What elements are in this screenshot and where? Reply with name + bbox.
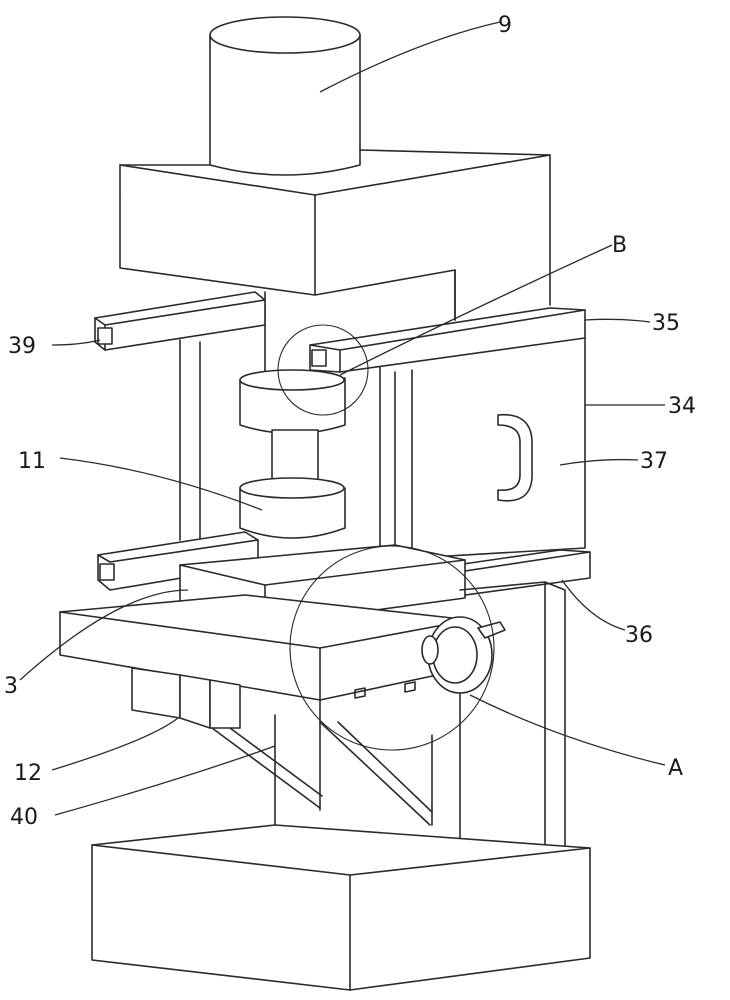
- label-39: 39: [8, 334, 36, 359]
- base-block: [91, 824, 591, 991]
- left-guide-post: [179, 339, 201, 541]
- detail-circle-b: [277, 324, 369, 416]
- label-12: 12: [14, 761, 42, 786]
- label-36: 36: [625, 623, 653, 648]
- motor-cylinder: [209, 16, 361, 176]
- spindle-assembly: [239, 369, 346, 539]
- right-carriage: [309, 307, 586, 561]
- support-blocks: [131, 667, 241, 729]
- label-9: 9: [498, 13, 512, 38]
- label-3: 3: [4, 674, 18, 699]
- label-34: 34: [668, 394, 696, 419]
- label-11: 11: [18, 449, 46, 474]
- slide-plate: [59, 594, 471, 701]
- door-handle: [497, 413, 533, 502]
- reference-labels: 9 B 39 35 34 11 37 3 36 A 12 40: [4, 13, 696, 830]
- upper-rail-left: [94, 291, 266, 351]
- label-35: 35: [652, 311, 680, 336]
- leader-lines: [19, 21, 666, 816]
- detail-circle-a: [289, 545, 495, 751]
- label-37: 37: [640, 449, 668, 474]
- hand-wheel: [421, 616, 506, 694]
- label-b: B: [612, 233, 627, 258]
- label-a: A: [668, 756, 683, 781]
- label-40: 40: [10, 805, 38, 830]
